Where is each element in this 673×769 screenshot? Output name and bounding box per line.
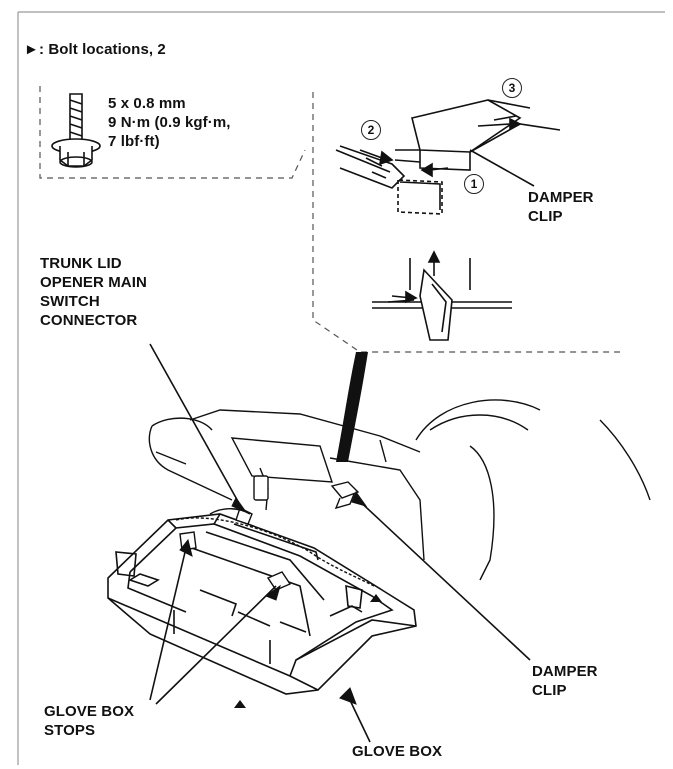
glove-box-stop-leader-right [155, 585, 277, 705]
damper-clip-detail [335, 99, 561, 215]
step-1-marker: 1 [464, 174, 484, 194]
inset-step-arrows [359, 115, 522, 178]
triangle-marker-icon [370, 594, 382, 602]
trunk-lid-connector-label: TRUNK LID OPENER MAIN SWITCH CONNECTOR [40, 255, 147, 329]
dashboard-outline [148, 399, 651, 581]
glove-box-stop-leader-left [149, 547, 187, 701]
bolt-spec-line-2: 9 N·m (0.9 kgf·m, [108, 114, 231, 131]
bolt-location-note: ►: Bolt locations, 2 [24, 40, 166, 59]
inset-damper-clip-label: DAMPER CLIP [528, 189, 594, 225]
damper-clip-inset-border [312, 92, 620, 353]
glove-box-damper-strap [175, 517, 375, 587]
leader-arrowheads [179, 490, 368, 705]
glove-box-leader [347, 695, 371, 743]
damper-mount-part [330, 481, 360, 510]
triangle-marker-icon: ► [24, 41, 39, 58]
damper-clip-side-view [372, 258, 512, 341]
bolt-location-text: : Bolt locations, 2 [38, 41, 166, 58]
bolt-spec-line-1: 5 x 0.8 mm [108, 95, 186, 112]
trunk-lid-connector-leader [149, 343, 241, 506]
step-3-marker: 3 [502, 78, 522, 98]
damper-clip-label: DAMPER CLIP [532, 663, 598, 699]
inset-callout-pointer [336, 352, 368, 462]
trunk-lid-connector-part [209, 475, 269, 525]
leader-lines [149, 343, 531, 743]
glove-box-label: GLOVE BOX [352, 743, 443, 760]
flange-bolt-icon [51, 93, 101, 168]
glove-box-stops-label: GLOVE BOX STOPS [44, 703, 135, 739]
bolt-spec-box-border [39, 86, 306, 179]
inset-damper-clip-leader [469, 149, 535, 187]
triangle-marker-icon [234, 700, 246, 708]
side-view-arrows [391, 250, 441, 304]
damper-clip-leader [353, 495, 531, 661]
step-2-marker: 2 [361, 120, 381, 140]
glove-box-body [107, 513, 417, 695]
bolt-spec-line-3: 7 lbf·ft) [108, 133, 160, 150]
bolt-location-markers [234, 594, 382, 708]
